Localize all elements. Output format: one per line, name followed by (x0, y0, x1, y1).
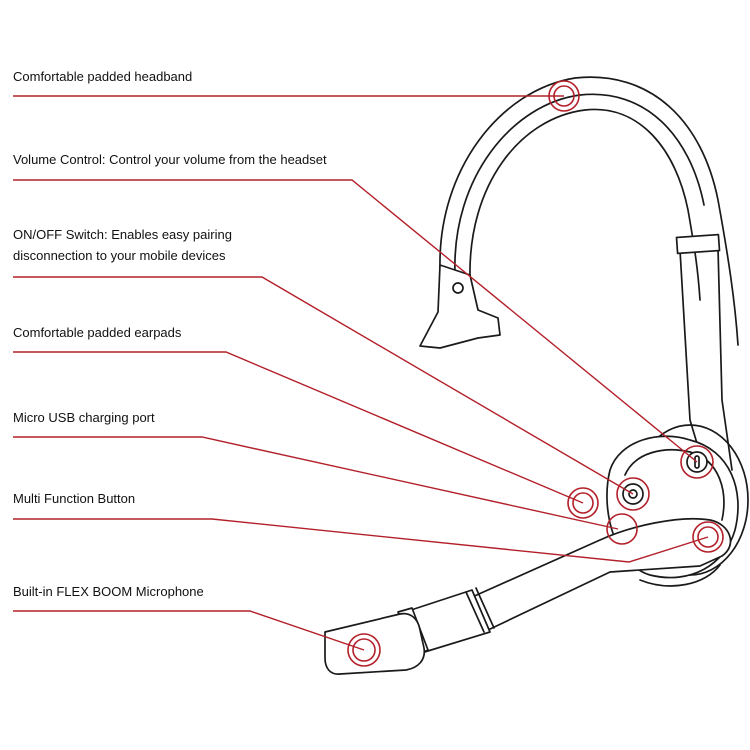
headset-drawing (324, 76, 749, 675)
callout-leaders (13, 95, 709, 651)
label-multi-function-button: Multi Function Button (13, 491, 136, 506)
leader-onoff (13, 276, 634, 495)
ring-earpads (567, 487, 599, 519)
callout-rings (347, 80, 724, 667)
ring-multi-inner (697, 526, 719, 548)
temple-pad (419, 264, 501, 349)
ring-headband (548, 80, 580, 112)
leader-microphone (13, 610, 365, 651)
label-onoff-line-1: ON/OFF Switch: Enables easy pairing (13, 227, 232, 242)
ring-onoff (616, 477, 650, 511)
leader-multi (13, 518, 709, 563)
leader-usb (13, 436, 619, 530)
temple-pad-hole (452, 282, 464, 294)
label-onoff-switch: ON/OFF Switch: Enables easy pairing disc… (13, 224, 232, 266)
ring-microphone (347, 633, 381, 667)
ring-volume (680, 445, 714, 479)
earpiece-rim (624, 449, 725, 521)
headband-inner-edge (469, 108, 701, 301)
headband-outer-edge (439, 76, 739, 346)
label-microphone: Built-in FLEX BOOM Microphone (13, 584, 204, 599)
microphone-tip (324, 612, 426, 675)
ring-usb (606, 513, 638, 545)
earpad-edge (639, 564, 721, 587)
ring-microphone-inner (352, 638, 376, 662)
label-headband: Comfortable padded headband (13, 69, 193, 84)
ring-multi (692, 521, 724, 553)
boom-arm (469, 517, 732, 631)
ring-earpads-inner (572, 492, 594, 514)
leader-volume (13, 179, 698, 463)
headband-middle-edge (454, 93, 705, 274)
label-onoff-line-2: disconnection to your mobile devices (13, 248, 226, 263)
headband-lower-band (679, 247, 733, 471)
ring-headband-inner (553, 85, 575, 107)
boom-joint (465, 587, 495, 633)
label-earpads: Comfortable padded earpads (13, 325, 182, 340)
leader-earpads (13, 351, 584, 504)
label-usb-port: Micro USB charging port (13, 410, 155, 425)
label-volume-control: Volume Control: Control your volume from… (13, 152, 327, 167)
headband-slider (675, 233, 721, 255)
